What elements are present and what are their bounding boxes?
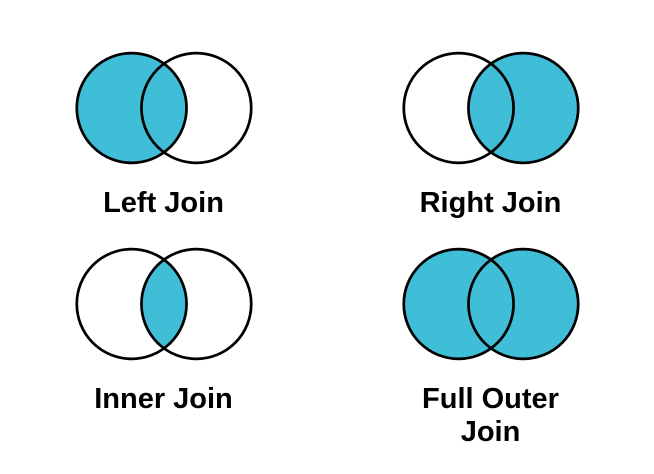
left-join-venn-diagram [74,51,253,165]
right-join-venn-diagram [401,51,580,165]
intersection-region [468,63,513,153]
right-circle-outline [466,51,580,165]
intersection-region [141,259,186,349]
left-circle-outline [401,247,515,361]
intersection-region [141,63,186,153]
left-join-cell: Left Join [0,0,327,237]
intersection-region [468,259,513,349]
inner-join-label: Inner Join [94,383,233,415]
right-join-label: Right Join [419,187,562,219]
right-circle-outline [466,247,580,361]
left-join-label: Left Join [103,187,224,219]
left-circle-outline [401,51,515,165]
right-join-cell: Right Join [327,0,654,237]
full-outer-join-venn-diagram [401,247,580,361]
left-circle-outline [74,51,188,165]
inner-join-cell: Inner Join [0,237,327,474]
full-outer-join-cell: Full Outer Join [327,237,654,474]
right-circle-outline [139,51,253,165]
full-outer-join-label: Full Outer Join [422,383,559,449]
left-circle-outline [74,247,188,361]
right-circle-outline [139,247,253,361]
inner-join-venn-diagram [74,247,253,361]
